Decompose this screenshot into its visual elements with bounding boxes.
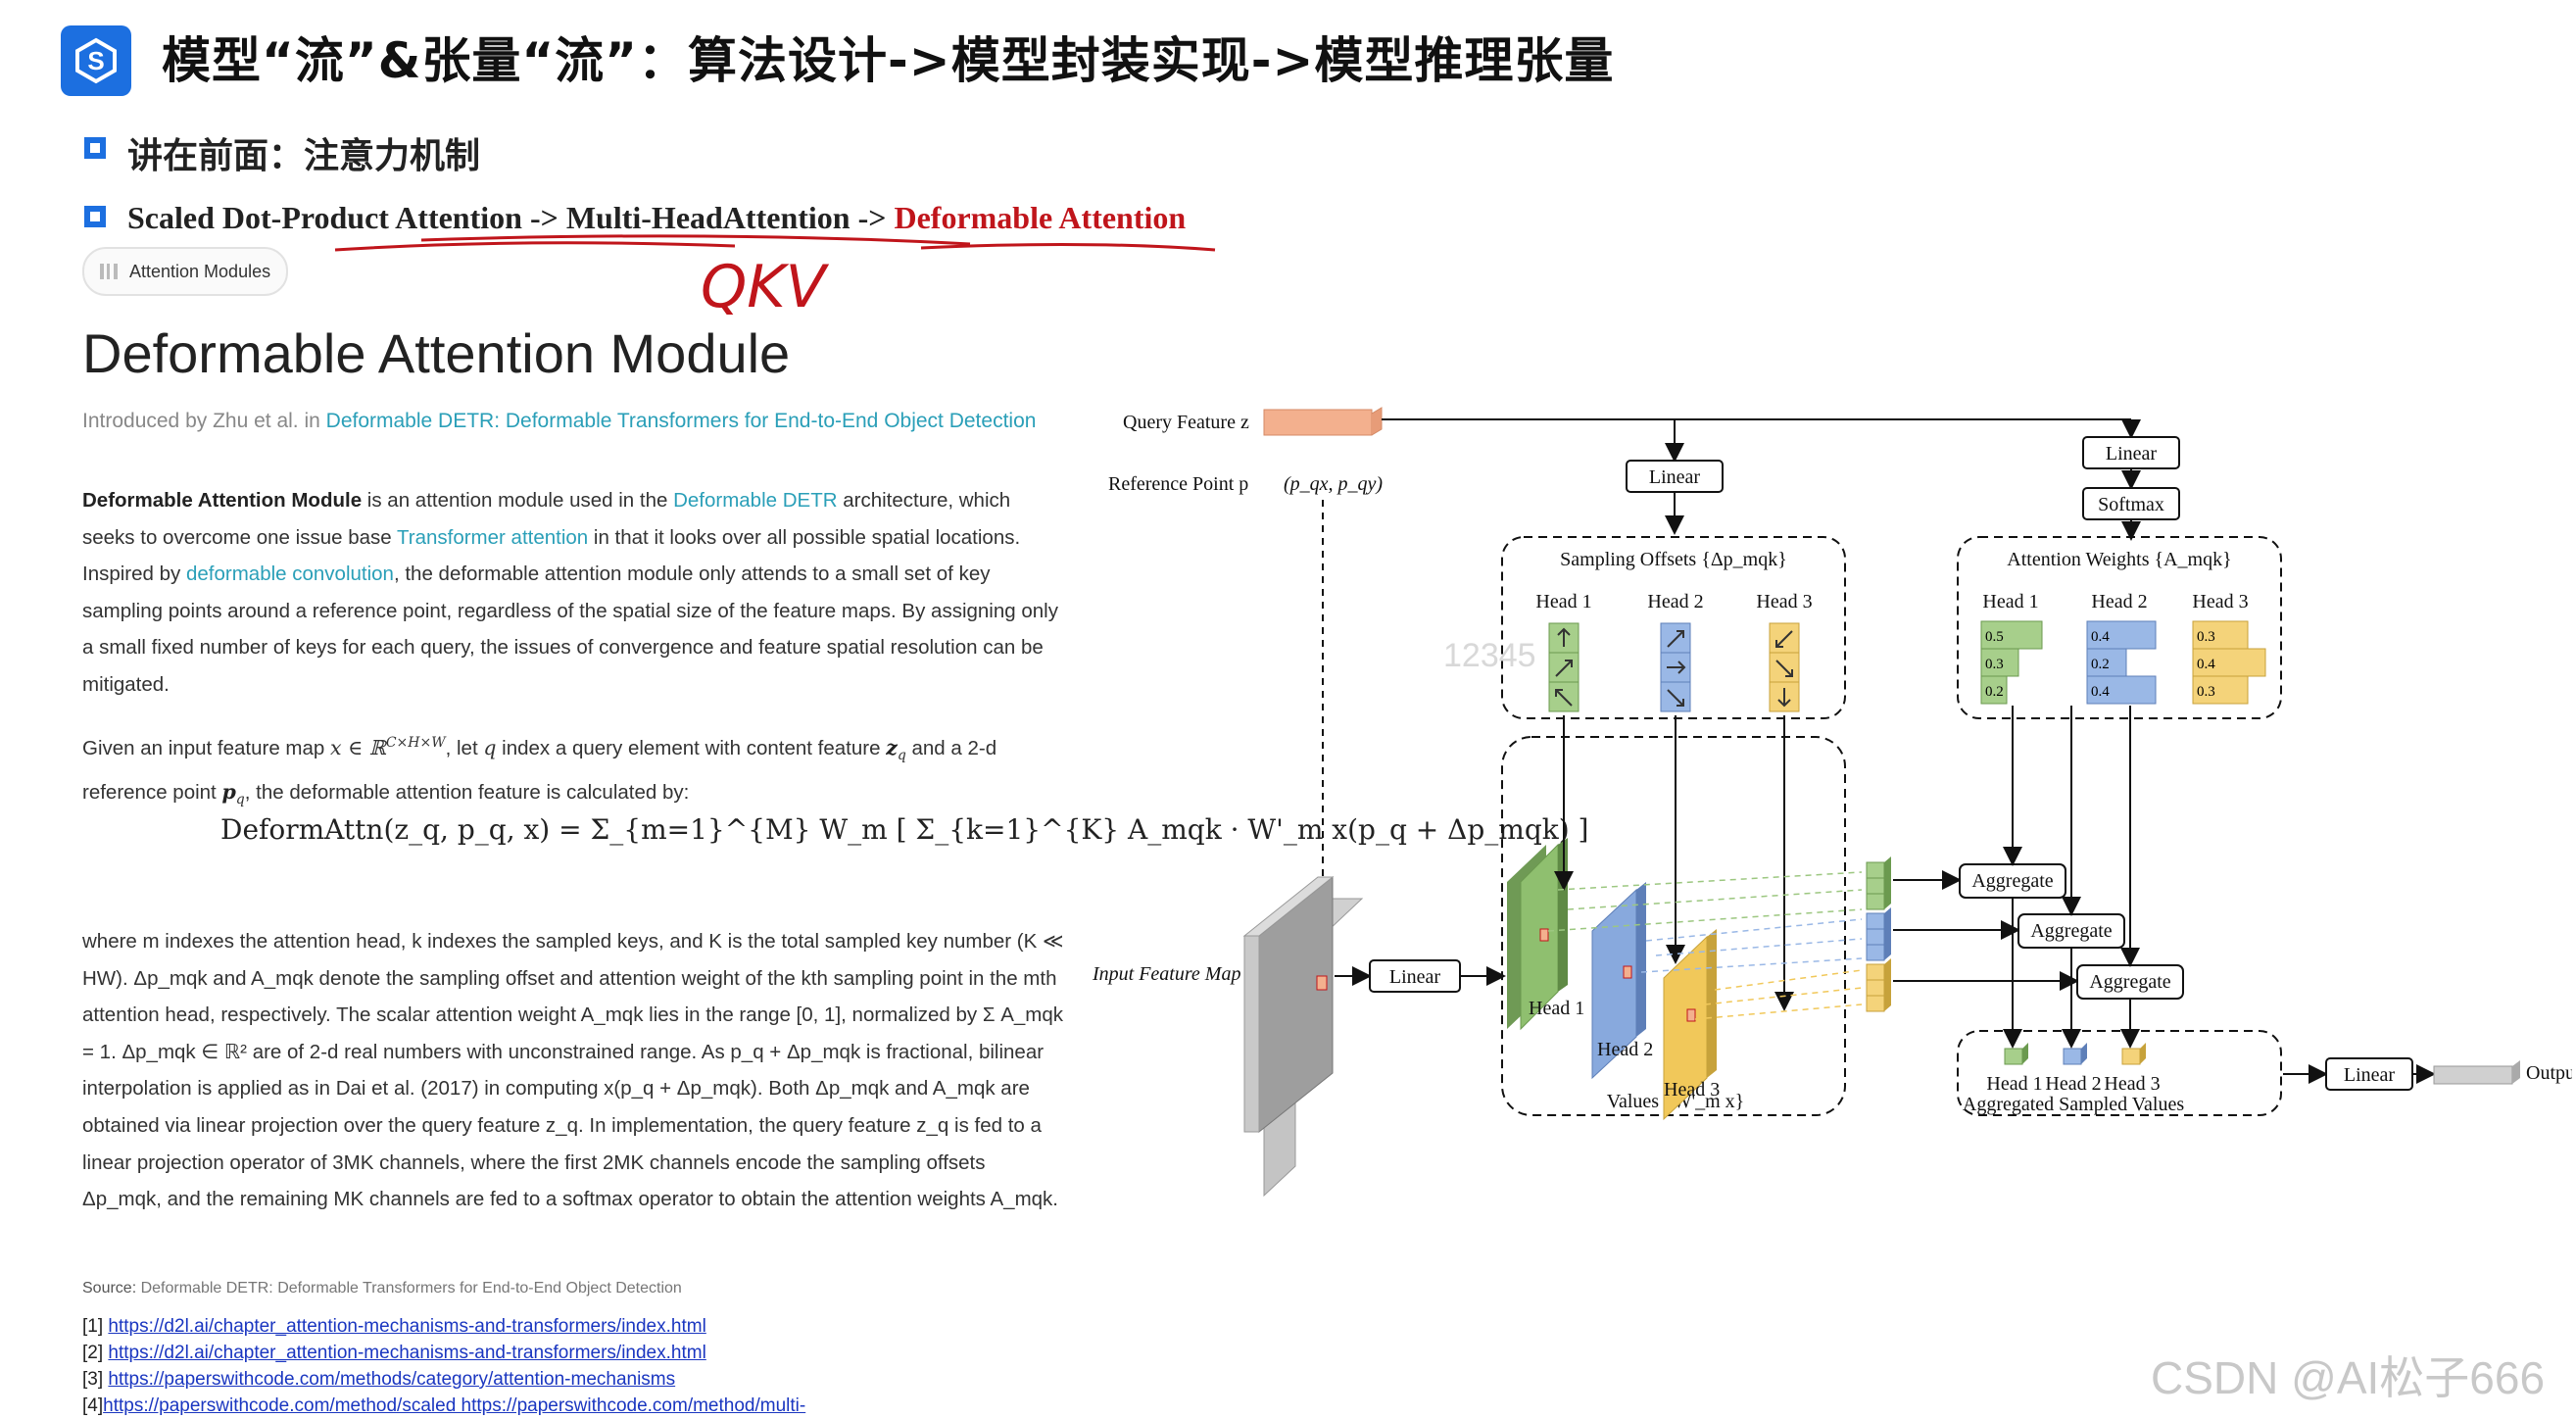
svg-text:Head 1: Head 1 <box>1982 591 2038 612</box>
svg-text:Aggregated Sampled Values: Aggregated Sampled Values <box>1963 1094 2184 1115</box>
svg-text:Softmax: Softmax <box>2098 494 2164 515</box>
weights-head1-bars: 0.5 0.3 0.2 <box>1980 620 2043 705</box>
reference-link[interactable]: https://d2l.ai/chapter_attention-mechani… <box>108 1316 706 1337</box>
svg-text:Linear: Linear <box>2106 443 2158 465</box>
svg-text:Head 1: Head 1 <box>1529 998 1584 1019</box>
svg-text:Attention Weights {A_mqk}: Attention Weights {A_mqk} <box>2007 549 2231 570</box>
svg-text:0.3: 0.3 <box>2197 629 2215 645</box>
sampled-values-head3 <box>1866 958 1891 1012</box>
svg-text:Head 3: Head 3 <box>2104 1073 2160 1095</box>
bullet-intro: 讲在前面：注意力机制 <box>127 136 481 176</box>
references-list: [1] https://d2l.ai/chapter_attention-mec… <box>82 1313 805 1419</box>
offset-head3-icon <box>1769 622 1800 712</box>
weights-head2-bars: 0.4 0.2 0.4 <box>2086 620 2157 705</box>
weights-head3-bars: 0.3 0.4 0.3 <box>2192 620 2266 705</box>
svg-text:Head 2: Head 2 <box>1597 1039 1653 1060</box>
reference-point-marker <box>1316 975 1328 991</box>
svg-text:S: S <box>87 46 104 75</box>
description-paragraph: Deformable Attention Module is an attent… <box>82 489 1058 696</box>
query-feature-label: Query Feature z <box>1123 412 1249 433</box>
multihead-label: Multi-HeadAttention <box>565 200 851 235</box>
deformable-convolution-link[interactable]: deformable convolution <box>185 563 394 585</box>
svg-text:Sampling Offsets {Δp_mqk}: Sampling Offsets {Δp_mqk} <box>1560 549 1787 570</box>
svg-text:Aggregate: Aggregate <box>2089 971 2170 993</box>
deformable-detr-link[interactable]: Deformable DETR <box>673 489 838 512</box>
svg-text:Head 1: Head 1 <box>1535 591 1591 612</box>
svg-text:Head 3: Head 3 <box>2192 591 2248 612</box>
svg-text:Head 3: Head 3 <box>1664 1079 1720 1101</box>
reference-item: [3] https://paperswithcode.com/methods/c… <box>82 1369 676 1390</box>
reference-coords: (p_qx, p_qy) <box>1284 473 1383 495</box>
reference-item: [2] https://d2l.ai/chapter_attention-mec… <box>82 1343 706 1363</box>
module-heading: Deformable Attention Module <box>82 322 791 384</box>
handwriting-annotation: QKV <box>334 234 1216 321</box>
svg-text:0.2: 0.2 <box>2091 657 2110 672</box>
svg-text:0.4: 0.4 <box>2197 657 2215 672</box>
reference-item: [1] https://d2l.ai/chapter_attention-mec… <box>82 1316 706 1337</box>
svg-text:Head 1: Head 1 <box>1986 1073 2042 1095</box>
svg-text:0.2: 0.2 <box>1985 684 2004 700</box>
reference-link[interactable]: https://paperswithcode.com/method/scaled… <box>103 1395 806 1416</box>
svg-text:Output: Output <box>2526 1062 2572 1084</box>
aggregated-head1-cube <box>2004 1048 2023 1065</box>
sampling-offsets-group <box>1501 536 1846 719</box>
reference-link[interactable]: https://d2l.ai/chapter_attention-mechani… <box>108 1343 706 1363</box>
offset-head2-icon <box>1660 622 1691 712</box>
attention-modules-chip[interactable]: Attention Modules <box>82 247 289 296</box>
deform-attn-equation: DeformAttn(z_q, p_q, x) = Σ_{m=1}^{M} W_… <box>220 813 1589 846</box>
source-line: Source: Deformable DETR: Deformable Tran… <box>82 1280 682 1297</box>
reference-link[interactable]: https://paperswithcode.com/methods/categ… <box>108 1369 676 1390</box>
source-name[interactable]: Deformable DETR: Deformable Transformers… <box>140 1280 682 1297</box>
svg-text:Linear: Linear <box>1389 966 1441 988</box>
feature-map-paragraph: Given an input feature map x ∈ ℝC×H×W, l… <box>82 735 997 808</box>
svg-text:Aggregate: Aggregate <box>1971 870 2053 892</box>
bullet-square-icon <box>84 137 106 159</box>
scaled-dot-product-label: Scaled Dot-Product Attention <box>127 200 522 235</box>
aggregated-head3-cube <box>2121 1048 2141 1065</box>
svg-text:Linear: Linear <box>1649 466 1701 488</box>
handwriting-qkv: QKV <box>701 253 830 321</box>
csdn-watermark: CSDN @AI松子666 <box>2151 1352 2546 1403</box>
svg-text:Head 2: Head 2 <box>2045 1073 2101 1095</box>
attention-weights-group <box>1957 536 2282 719</box>
page-title: 模型“流”&张量“流”：算法设计->模型封装实现->模型推理张量 <box>162 32 1615 89</box>
aggregated-head2-cube <box>2063 1048 2082 1065</box>
input-feature-map-label: Input Feature Map x <box>1092 963 1254 985</box>
aggregated-values-group <box>1957 1030 2282 1116</box>
values-group <box>1501 736 1846 1116</box>
svg-text:Head 2: Head 2 <box>1647 591 1703 612</box>
overlay-number: 12345 <box>1443 637 1536 674</box>
svg-text:0.4: 0.4 <box>2091 684 2110 700</box>
svg-text:Head 2: Head 2 <box>2091 591 2147 612</box>
svg-text:Head 3: Head 3 <box>1756 591 1812 612</box>
transformer-attention-link[interactable]: Transformer attention <box>396 525 589 549</box>
paper-link[interactable]: Deformable DETR: Deformable Transformers… <box>325 410 1037 432</box>
sampled-values-head2 <box>1866 907 1891 961</box>
app-logo: S <box>61 25 131 96</box>
svg-text:Linear: Linear <box>2344 1064 2396 1086</box>
explanation-paragraph: where m indexes the attention head, k in… <box>82 930 1064 1211</box>
bullet-square-icon <box>84 206 106 227</box>
sampled-values-head1 <box>1866 856 1891 910</box>
svg-text:0.3: 0.3 <box>2197 684 2215 700</box>
s-logo-icon: S <box>75 37 117 84</box>
deformable-attention-diagram: Query Feature z Reference Point p (p_qx,… <box>1092 407 2572 1198</box>
svg-text:0.5: 0.5 <box>1985 629 2004 645</box>
bars-icon <box>100 264 118 279</box>
svg-text:Aggregate: Aggregate <box>2030 920 2112 942</box>
reference-point-label: Reference Point p <box>1108 473 1248 495</box>
intro-line: Introduced by Zhu et al. in Deformable D… <box>82 410 1037 432</box>
reference-item: [4]https://paperswithcode.com/method/sca… <box>82 1395 806 1416</box>
output-bar <box>2433 1065 2513 1085</box>
svg-text:0.4: 0.4 <box>2091 629 2110 645</box>
query-feature-bar <box>1263 409 1373 436</box>
deformable-label: Deformable Attention <box>894 200 1187 235</box>
svg-text:0.3: 0.3 <box>1985 657 2004 672</box>
attention-progression: Scaled Dot-Product Attention -> Multi-He… <box>127 200 1187 235</box>
offset-head1-icon <box>1548 622 1580 712</box>
